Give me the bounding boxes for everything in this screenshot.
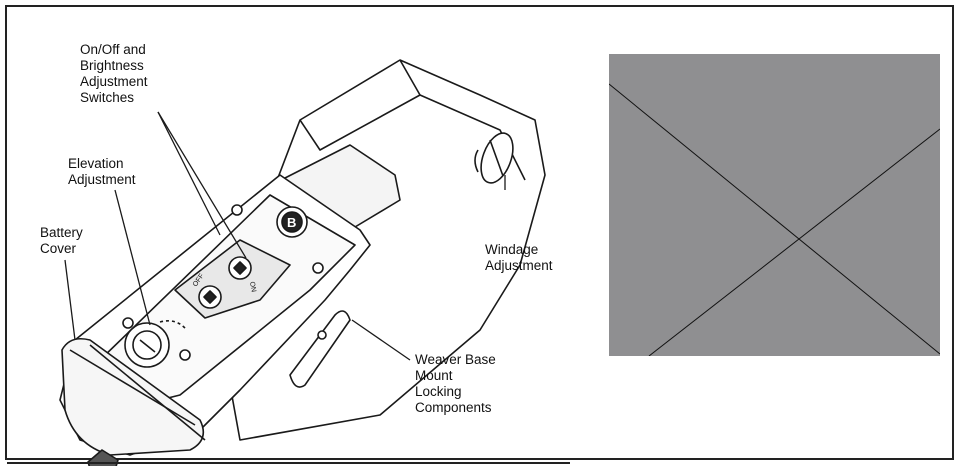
missing-image-placeholder: [609, 54, 940, 356]
bottom-rule: [7, 462, 570, 464]
weaver-mount-slot: [289, 310, 351, 388]
label-elevation-adjustment: Elevation Adjustment: [68, 156, 136, 187]
leader-elevation: [114, 189, 151, 326]
screw: [122, 317, 134, 329]
rear-housing: [219, 59, 546, 441]
sight-device-illustration: B OFF ON: [59, 59, 546, 466]
label-windage-adjustment: Windage Adjustment: [485, 242, 553, 273]
screw: [179, 349, 191, 361]
label-on-off-switches: On/Off and Brightness Adjustment Switche…: [80, 42, 148, 105]
leader-on-off-1: [157, 111, 221, 236]
label-battery-cover: Battery Cover: [40, 225, 83, 256]
screw: [231, 204, 243, 216]
leader-on-off-2: [157, 111, 247, 259]
placeholder-cross-icon: [609, 83, 940, 356]
on-label: ON: [248, 281, 257, 293]
screw: [312, 262, 324, 274]
rear-ridge: [299, 59, 421, 151]
svg-text:B: B: [287, 215, 296, 230]
label-weaver-base-mount: Weaver Base Mount Locking Components: [415, 352, 496, 415]
leader-battery: [64, 259, 76, 341]
leader-weaver: [351, 319, 411, 361]
